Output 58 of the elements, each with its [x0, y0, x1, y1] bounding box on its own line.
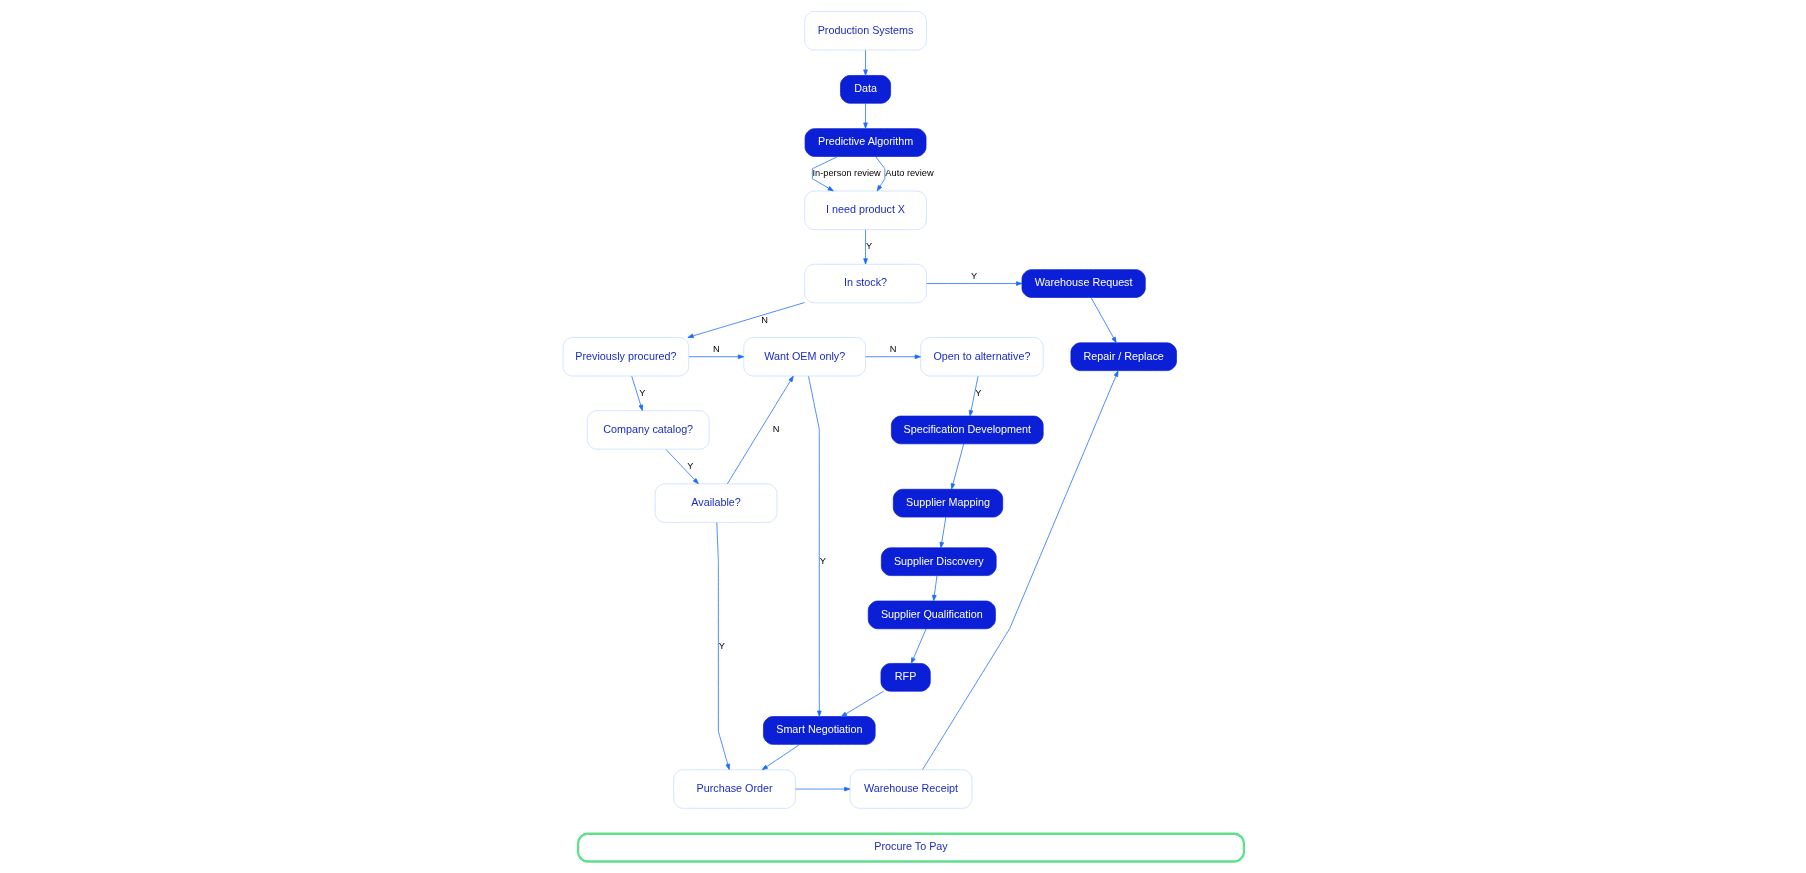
- arrow: [862, 103, 868, 129]
- edge-label: Y: [865, 241, 872, 252]
- arrow: [688, 354, 744, 359]
- arrow: [925, 281, 1022, 286]
- node-box: Specification Development: [890, 415, 1044, 445]
- arrow: [968, 375, 978, 417]
- edge-label: Y: [819, 556, 826, 567]
- node-box: Predictive Algorithm: [804, 128, 926, 157]
- edge-label: Y: [970, 270, 977, 281]
- arrow: [862, 49, 868, 76]
- node-box: Warehouse Receipt: [849, 769, 972, 809]
- node-box: Smart Negotiation: [762, 716, 876, 745]
- arrow: [761, 744, 800, 771]
- arrow: [807, 375, 822, 717]
- node-box: I need product X: [803, 190, 927, 230]
- edge-label: N: [889, 343, 896, 354]
- edge-label: In-person review: [812, 168, 881, 179]
- edge-label: Y: [718, 640, 725, 651]
- node-box: Warehouse Request: [1021, 269, 1146, 298]
- arrow: [630, 375, 643, 411]
- arrow: [1090, 297, 1117, 344]
- node-box: Company catalog?: [586, 410, 709, 450]
- edge-label: N: [712, 343, 720, 354]
- arrow: [794, 786, 850, 792]
- node-box: Production Systems: [803, 11, 927, 51]
- arrow: [864, 354, 921, 359]
- arrow: [687, 302, 805, 339]
- arrow: [840, 690, 884, 717]
- edge-label: Auto review: [884, 168, 934, 179]
- node-box: Open to alternative?: [919, 337, 1044, 377]
- node-box: Supplier Qualification: [867, 600, 996, 630]
- edge-label: N: [760, 314, 768, 325]
- node-box: Available?: [654, 483, 777, 523]
- node-box: Supplier Discovery: [880, 547, 997, 576]
- arrow: [921, 370, 1118, 771]
- node-box: Supplier Mapping: [892, 488, 1003, 518]
- arrow: [726, 375, 794, 485]
- arrow: [715, 522, 730, 770]
- arrow: [874, 156, 885, 192]
- edge-label: Y: [638, 387, 646, 398]
- node-box: Procure To Pay: [576, 832, 1245, 863]
- node-box: Data: [839, 75, 891, 104]
- edge-label: Y: [974, 387, 982, 398]
- node-box: Repair / Replace: [1070, 342, 1177, 371]
- node-box: In stock?: [803, 263, 927, 304]
- edge-label: Y: [686, 460, 693, 471]
- node-box: Purchase Order: [672, 769, 796, 809]
- arrow: [811, 156, 838, 192]
- arrow: [910, 628, 926, 664]
- node-box: Previously procured?: [562, 337, 689, 377]
- arrow: [665, 449, 699, 485]
- node-box: RFP: [880, 663, 931, 692]
- edge-label: N: [772, 424, 779, 435]
- arrow: [862, 229, 868, 265]
- arrow: [939, 516, 946, 549]
- node-box: Want OEM only?: [742, 337, 866, 377]
- arrow: [931, 575, 937, 602]
- arrow: [950, 443, 964, 490]
